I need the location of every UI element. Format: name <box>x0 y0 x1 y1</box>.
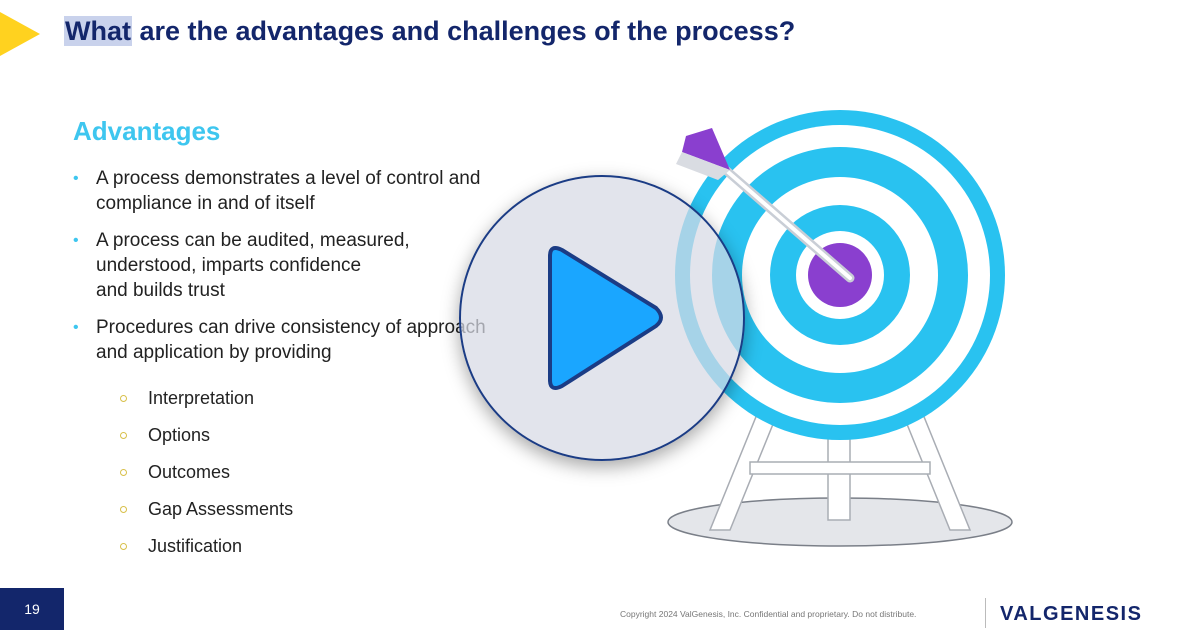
sub-list-item: Gap Assessments <box>118 497 293 534</box>
title-rest: are the advantages and challenges of the… <box>131 16 796 46</box>
advantages-list: A process demonstrates a level of contro… <box>70 166 540 377</box>
target-arrow-illustration <box>667 110 1013 547</box>
title-highlight: What <box>64 16 132 46</box>
copyright-text: Copyright 2024 ValGenesis, Inc. Confiden… <box>620 609 917 619</box>
section-heading: Advantages <box>73 116 221 146</box>
play-icon <box>548 246 663 390</box>
slide-title: What are the advantages and challenges o… <box>64 16 795 47</box>
list-item: Procedures can drive consistency of appr… <box>70 315 540 365</box>
list-item: A process can be audited, measured, unde… <box>70 228 540 303</box>
list-item: A process demonstrates a level of contro… <box>70 166 540 216</box>
page-number: 19 <box>0 588 64 630</box>
sub-list: Interpretation Options Outcomes Gap Asse… <box>118 386 293 571</box>
sub-list-item: Options <box>118 423 293 460</box>
sub-list-item: Outcomes <box>118 460 293 497</box>
play-button[interactable] <box>459 175 745 461</box>
footer-divider <box>985 598 986 628</box>
sub-list-item: Interpretation <box>118 386 293 423</box>
accent-triangle <box>0 12 40 56</box>
valgenesis-logo: VALGENESIS <box>1000 603 1143 625</box>
sub-list-item: Justification <box>118 534 293 571</box>
